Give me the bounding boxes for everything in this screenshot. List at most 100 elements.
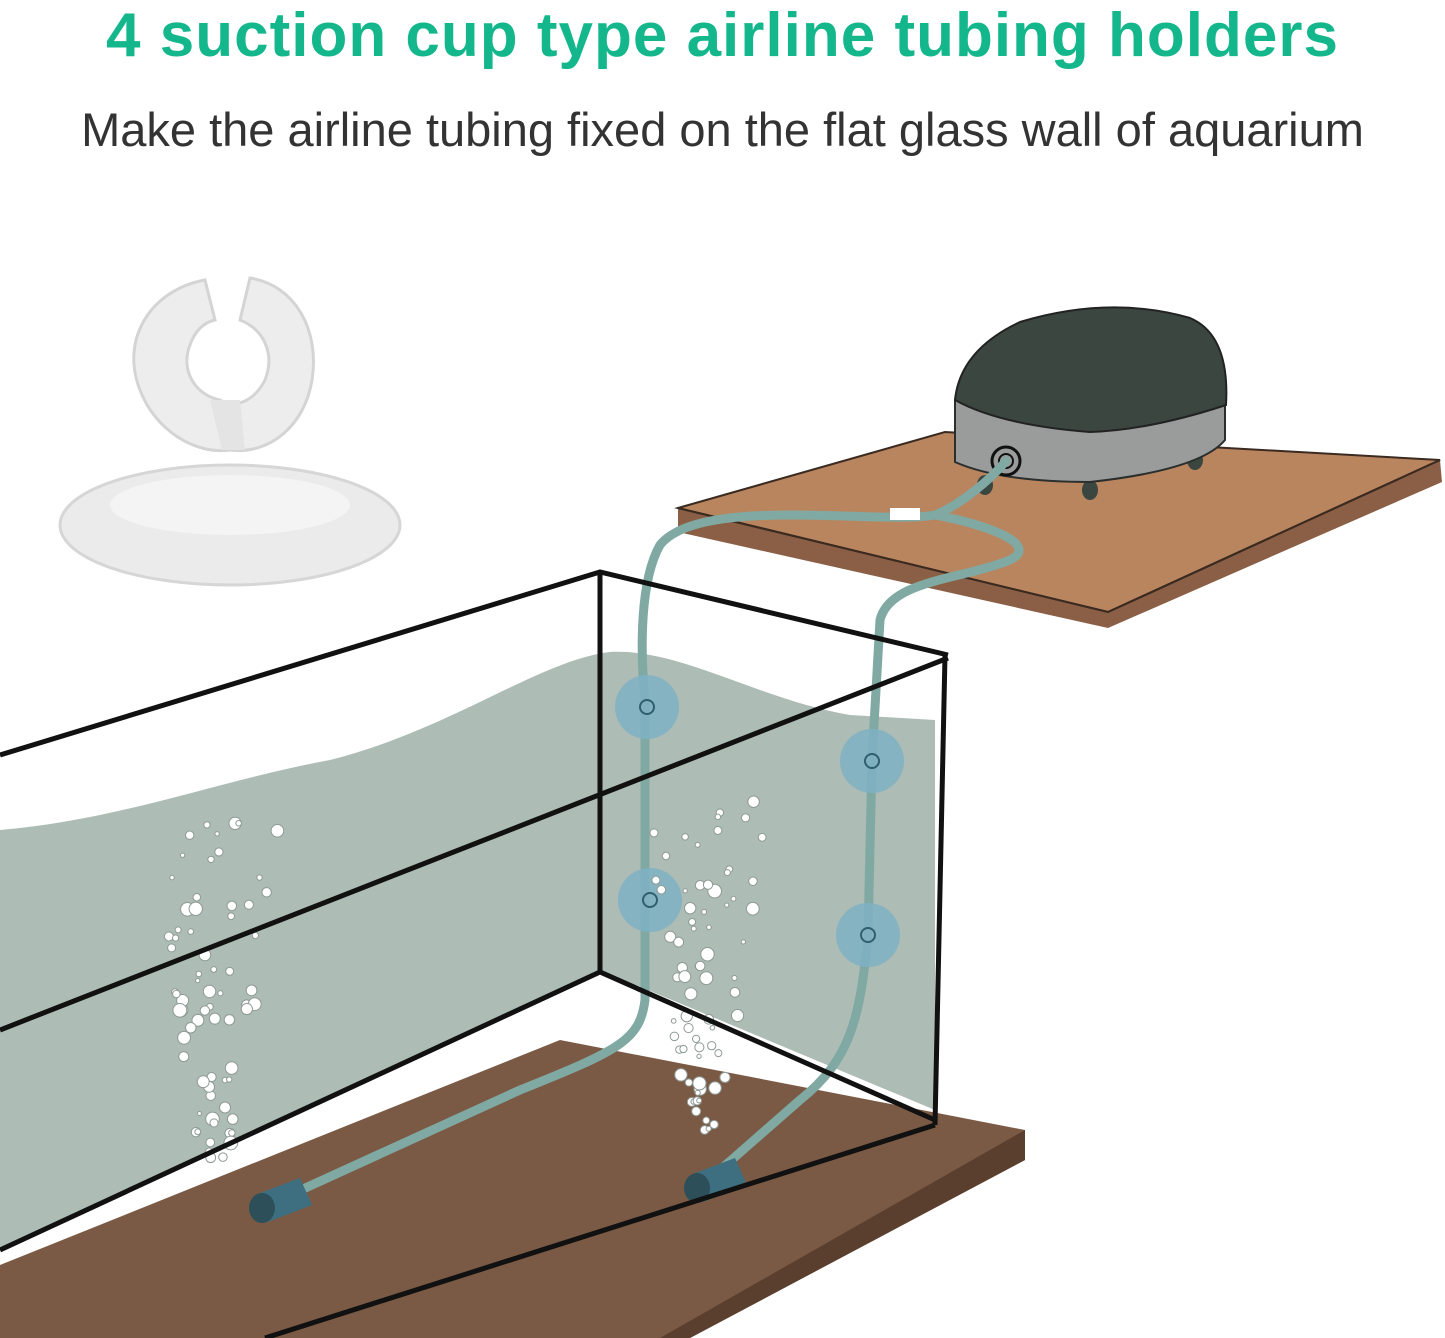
bubble: [196, 1111, 202, 1117]
bubble: [694, 1042, 705, 1053]
bubble: [179, 852, 186, 858]
bubble: [184, 1021, 197, 1034]
bubble: [694, 841, 701, 848]
bubble: [684, 987, 698, 1001]
bubble: [714, 1049, 723, 1058]
bubble: [226, 900, 238, 912]
bubble: [699, 971, 714, 986]
bubble: [682, 888, 688, 894]
bubble: [171, 934, 180, 942]
bubble: [240, 1002, 253, 1016]
bubble: [194, 1128, 202, 1136]
bubble: [223, 1014, 236, 1026]
bubble: [199, 1005, 211, 1016]
bubble: [731, 975, 738, 982]
bubble: [207, 855, 215, 864]
bubble: [224, 1061, 239, 1075]
bubble: [707, 1041, 717, 1051]
bubble: [740, 939, 746, 945]
bubble: [205, 1137, 216, 1148]
bubble: [202, 984, 217, 999]
bubble: [683, 1022, 694, 1034]
bubble: [748, 876, 758, 886]
bubble: [195, 970, 203, 978]
bubble: [196, 1075, 210, 1089]
bubble: [245, 984, 258, 997]
table: [0, 1040, 1025, 1338]
tube-connector: [890, 508, 920, 520]
bubble: [227, 912, 235, 921]
suction-cups: [615, 675, 904, 967]
bubble: [192, 892, 202, 902]
bubble: [261, 887, 272, 898]
bubble: [730, 895, 737, 902]
bubble: [692, 1034, 701, 1043]
bubble: [694, 960, 706, 972]
bubble: [188, 901, 203, 916]
airline-tubing: [285, 456, 1024, 1200]
bubble: [713, 825, 723, 835]
bubble: [692, 1076, 707, 1091]
bubble: [169, 874, 175, 881]
bubble: [218, 1152, 228, 1162]
bubble: [203, 821, 211, 829]
bubble: [678, 970, 692, 983]
bubble: [719, 1071, 731, 1084]
bubble: [670, 1018, 677, 1024]
bubble: [674, 1068, 688, 1082]
bubble: [217, 990, 224, 997]
bubble: [661, 851, 671, 861]
bubble: [705, 1125, 712, 1132]
bubble: [177, 1030, 191, 1045]
bubble: [708, 1081, 722, 1095]
bubble: [681, 833, 689, 841]
bubble: [745, 901, 760, 916]
bubble: [656, 884, 667, 895]
suction-cup-holder-icon: [58, 276, 402, 587]
bubble: [741, 813, 751, 823]
bubble: [235, 819, 242, 827]
bubble: [664, 930, 677, 943]
bubble: [225, 966, 235, 976]
bubble: [256, 874, 263, 881]
bubble: [688, 917, 697, 926]
suction-cup-icon: [836, 903, 900, 967]
bubble: [167, 943, 177, 953]
air-stone-icon: [249, 1158, 747, 1223]
bubble: [702, 879, 714, 890]
bubble: [729, 987, 741, 998]
bubble: [706, 924, 712, 931]
bubble: [184, 830, 195, 840]
bubble: [243, 899, 254, 910]
bubble: [691, 1106, 702, 1117]
bubble: [270, 823, 285, 838]
aquarium-tank: [0, 569, 949, 1338]
bubble: [709, 1119, 719, 1130]
bubble: [174, 926, 182, 934]
bubble: [700, 947, 715, 962]
bubble: [702, 1116, 711, 1125]
bubble: [701, 908, 708, 915]
bubble: [210, 966, 218, 973]
bubble: [714, 813, 722, 821]
bubble: [757, 832, 767, 842]
bubble: [747, 795, 760, 808]
bubble: [696, 1053, 702, 1059]
bubble: [187, 928, 195, 935]
bubble: [673, 936, 685, 948]
bubble: [683, 902, 697, 915]
bubbles: [163, 795, 767, 1164]
bubble: [226, 1113, 239, 1125]
bubble: [684, 1078, 693, 1087]
bubble: [709, 1024, 716, 1031]
bubble: [219, 1101, 232, 1114]
bubble: [209, 1118, 219, 1128]
bubble: [178, 1051, 190, 1063]
bubble: [195, 977, 201, 984]
bubble: [651, 875, 661, 885]
bubble: [679, 1044, 688, 1054]
bubble: [163, 931, 174, 942]
bubble: [690, 925, 697, 932]
page-title: 4 suction cup type airline tubing holder…: [106, 1, 1339, 70]
